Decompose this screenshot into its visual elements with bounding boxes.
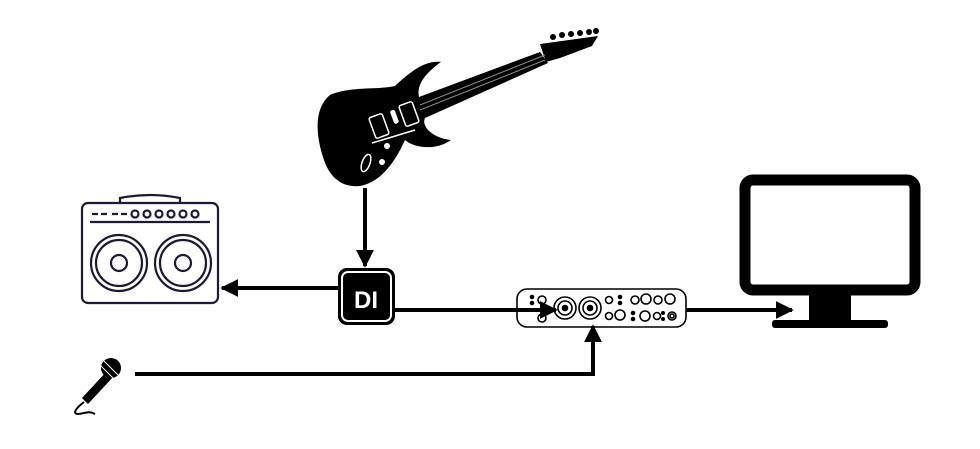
di-logo-text: DI xyxy=(354,287,378,314)
guitar-amp-icon xyxy=(80,193,220,305)
di-box-icon: DI xyxy=(338,268,395,325)
monitor-icon xyxy=(739,174,921,328)
edge-mic-to-interface xyxy=(135,324,602,376)
audio-interface-icon xyxy=(516,288,687,328)
electric-guitar-icon xyxy=(317,28,599,187)
microphone-icon xyxy=(74,358,121,416)
